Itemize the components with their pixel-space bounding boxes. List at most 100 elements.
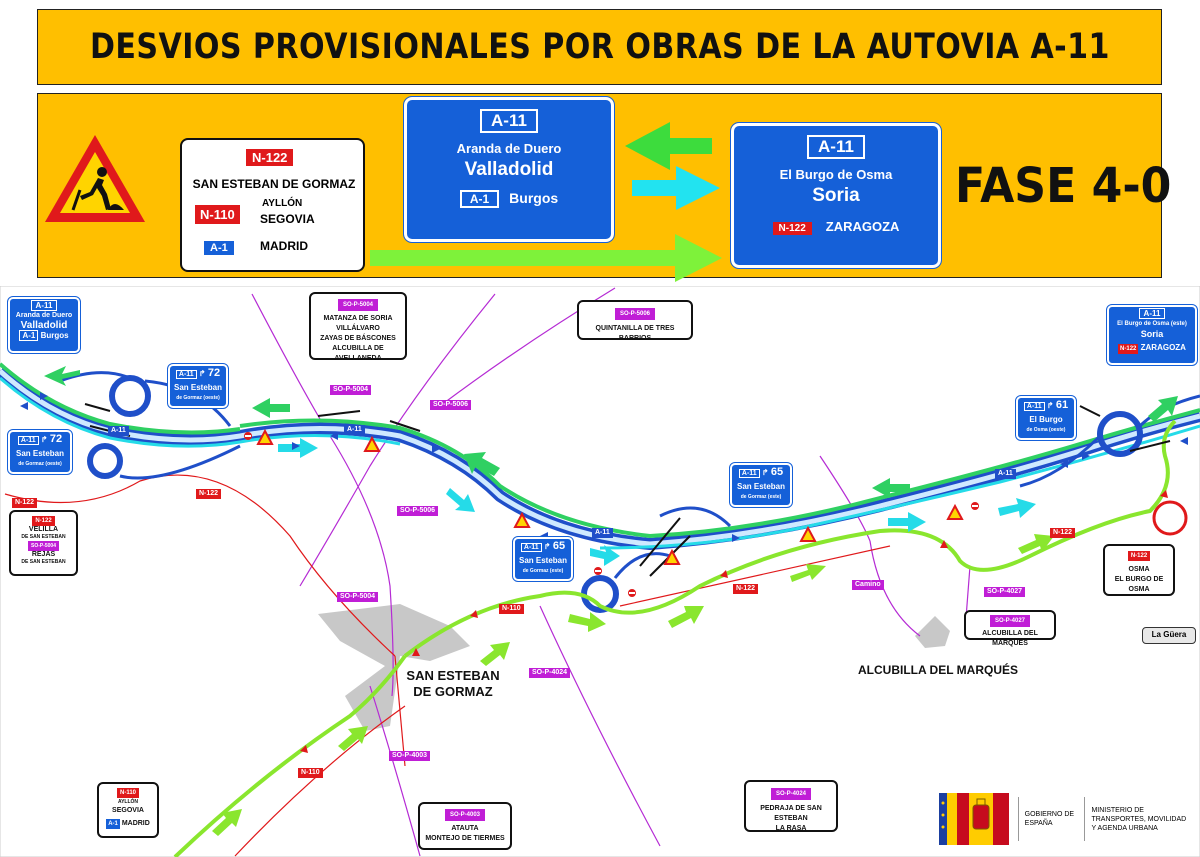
burgo-osma-label: El Burgo de Osma — [779, 167, 893, 182]
la-rasa-label: LA RASA — [775, 825, 807, 832]
road-label-a11: A-11 — [108, 426, 129, 436]
n122-detour — [403, 419, 1177, 658]
so-p-5004-plate: SO-P-5004 — [337, 299, 378, 311]
quintanilla-sign: SO-P-5006 QUINTANILLA DE TRES BARRIOS — [577, 300, 693, 342]
exit-town-sub: de Gormaz (este) — [740, 494, 782, 500]
roadworks-warning-icon — [45, 135, 145, 222]
exit-town: El Burgo — [1029, 415, 1063, 424]
exit-town-sub: de Gormaz (oeste) — [18, 461, 62, 467]
matanza-sign: SO-P-5004 MATANZA DE SORIA VILLÁLVARO ZA… — [309, 292, 407, 362]
n110-detour — [173, 654, 407, 857]
exit-town: San Esteban — [173, 383, 222, 392]
so-p-5006-road — [299, 293, 496, 587]
burgo-osma-label: El Burgo de Osma (este) — [1117, 321, 1187, 327]
n110-plate: N-110 — [195, 205, 240, 224]
legend-arrows — [370, 122, 722, 282]
exit-number: 65 — [770, 466, 784, 478]
zaragoza-label: ZARAGOZA — [825, 219, 900, 234]
green-arrow-icon — [625, 122, 712, 170]
alcubilla-sign: SO-P-4027 ALCUBILLA DEL MARQUÉS — [964, 610, 1056, 647]
burgo-osma-label: EL BURGO DE OSMA — [1114, 576, 1164, 593]
pedraja-label: PEDRAJA DE SAN ESTEBAN — [760, 805, 822, 822]
so-p-4024-plate: SO-P-4024 — [770, 788, 811, 800]
exit-icon: ↱ — [543, 542, 551, 551]
road-label-n122: N-122 — [733, 584, 759, 594]
n110-plate: N-110 — [116, 788, 139, 798]
a11-plate: A-11 — [520, 543, 542, 552]
ayllon-label: AYLLÓN — [117, 799, 139, 805]
atauta-sign: SO-P-4003 ATAUTA MONTEJO DE TIERMES — [418, 802, 512, 850]
segovia-label: SEGOVIA — [112, 807, 144, 814]
osma-sign: N-122 OSMA EL BURGO DE OSMA — [1103, 544, 1175, 596]
pedraja-sign: SO-P-4024 PEDRAJA DE SAN ESTEBAN LA RASA — [744, 780, 838, 832]
a1-plate: A-1 — [204, 241, 234, 255]
n122-plate: N-122 — [1118, 344, 1139, 354]
road-label-n110: N-110 — [499, 604, 524, 614]
aranda-label: Aranda de Duero — [456, 141, 562, 156]
a11-plate: A-11 — [1023, 402, 1045, 411]
exit-number: 61 — [1055, 399, 1069, 411]
road-label-so-p-4003: SO-P-4003 — [389, 751, 431, 761]
road-label-so-p-4024: SO-P-4024 — [529, 668, 571, 678]
exit-icon: ↱ — [40, 435, 48, 444]
road-label-so-p-4027: SO-P-4027 — [984, 587, 1026, 597]
exit-72-sign: A-11 ↱ 72 San Esteban de Gormaz (oeste) — [7, 429, 73, 475]
road-label-so-p-5006: SO-P-5006 — [430, 400, 472, 410]
valladolid-label: Valladolid — [464, 159, 554, 180]
a11-plate: A-11 — [17, 436, 39, 445]
atauta-label: ATAUTA — [451, 825, 479, 832]
madrid-label: MADRID — [260, 239, 308, 253]
ayllon-sign: N-110 AYLLÓN SEGOVIA A-1 MADRID — [97, 782, 159, 838]
so-p-5006-plate: SO-P-5006 — [614, 308, 655, 320]
road-label-a11: A-11 — [995, 469, 1016, 479]
road-label-so-p-5006: SO-P-5006 — [397, 506, 439, 516]
no-entry-markers — [244, 432, 979, 597]
madrid-label: MADRID — [121, 820, 150, 827]
roadworks-markers — [256, 428, 964, 565]
exit-number: 65 — [552, 540, 566, 552]
n122-plate: N-122 — [1127, 551, 1151, 561]
road-label-so-p-5004: SO-P-5004 — [337, 592, 379, 602]
cyan-arrow-icon — [632, 166, 720, 210]
camino-road — [869, 540, 921, 637]
legend-white-sign: N-122 SAN ESTEBAN DE GORMAZ N-110 AYLLÓN… — [180, 138, 365, 272]
a11-plate: A-11 — [480, 109, 538, 133]
a1-plate: A-1 — [106, 819, 120, 829]
alcubilla-avellaneda-label: ALCUBILLA DE AVELLANEDA — [332, 345, 384, 362]
so-p-4003-plate: SO-P-4003 — [444, 809, 485, 821]
velilla-label: VELILLA — [28, 526, 59, 533]
montejo-label: MONTEJO DE TIERMES — [425, 835, 505, 842]
velilla-sub: DE SAN ESTEBAN — [21, 534, 66, 540]
zaragoza-label: ZARAGOZA — [1140, 343, 1186, 352]
so-p-4003-road — [369, 685, 421, 857]
alcubilla-town-area — [915, 616, 950, 648]
velilla-sign: N-122 VELILLA DE SAN ESTEBAN SO-P-5004 R… — [9, 510, 78, 576]
segovia-label: SEGOVIA — [260, 212, 315, 226]
san-esteban-label: SAN ESTEBAN DE GORMAZ — [192, 177, 356, 191]
exit-town-sub: de Gormaz (este) — [522, 568, 564, 574]
exit-town-sub: de Osma (oeste) — [1026, 427, 1066, 433]
road-label-a11: A-11 — [344, 425, 365, 435]
lime-arrow-icon — [370, 234, 722, 282]
so-p-4027-plate: SO-P-4027 — [989, 615, 1030, 627]
exit-65-sign: A-11 ↱ 65 San Esteban de Gormaz (este) — [729, 462, 793, 508]
ministerio-label: MINISTERIO DE TRANSPORTES, MOVILIDAD Y A… — [1091, 806, 1187, 832]
exit-town: San Esteban — [15, 449, 64, 458]
roundabout-east — [1097, 411, 1143, 457]
gobierno-label: GOBIERNO DE ESPAÑA — [1024, 811, 1075, 827]
so-p-5004-road — [251, 293, 394, 697]
detour-arrows — [44, 366, 1178, 836]
page-title: DESVIOS PROVISIONALES POR OBRAS DE LA AU… — [89, 27, 1110, 67]
aranda-label: Aranda de Duero — [15, 312, 73, 319]
road-label-n110: N-110 — [298, 768, 323, 778]
a11-plate: A-11 — [30, 300, 58, 311]
exit-icon: ↱ — [1046, 401, 1054, 410]
exit-72-sign: A-11 ↱ 72 San Esteban de Gormaz (oeste) — [167, 363, 229, 409]
phase-label: FASE 4-0 — [955, 158, 1172, 214]
ne-destination-sign: A-11 El Burgo de Osma (este) Soria N-122… — [1106, 304, 1198, 366]
a11-plate: A-11 — [175, 370, 197, 379]
rejas-sub: DE SAN ESTEBAN — [21, 559, 66, 565]
a1-plate: A-1 — [19, 330, 39, 341]
quintanilla-label: QUINTANILLA DE TRES BARRIOS — [595, 325, 675, 342]
